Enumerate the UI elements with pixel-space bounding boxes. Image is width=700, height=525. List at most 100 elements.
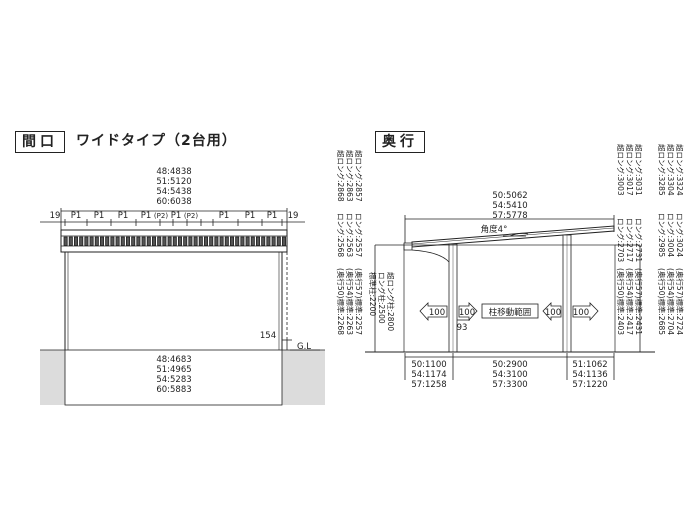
roof-rib <box>271 236 276 246</box>
roof-rib <box>167 236 172 246</box>
side-offset-mid-left: 100 <box>459 308 475 318</box>
roof-rib <box>110 236 115 246</box>
side-left-height-label: 超ロング:2863 <box>345 150 355 202</box>
side-left-height-label: ロング:2557 <box>354 213 364 257</box>
side-left-height-label: 超ロング:2868 <box>336 150 346 202</box>
side-gutter <box>403 242 413 251</box>
front-panel-label: P1 <box>267 211 278 221</box>
front-panel-label: P1 <box>219 211 230 221</box>
side-offset-mid-right: 100 <box>545 308 561 318</box>
roof-rib <box>68 236 73 246</box>
roof-rib <box>198 236 203 246</box>
front-panel-label: P1 <box>94 211 105 221</box>
side-left-height-label: ロング柱:2500 <box>377 272 387 324</box>
side-left-height-label: ロング:2568 <box>336 213 346 257</box>
roof-rib <box>100 236 105 246</box>
side-left-height-label: ロング:2563 <box>345 213 355 257</box>
front-edge-right: 19 <box>288 211 299 221</box>
side-right-height-label-2: 超ロング:3304 <box>666 144 676 196</box>
front-top-dim-1: 48:4838 <box>156 167 191 177</box>
front-panel-label: P1 <box>118 211 129 221</box>
side-left-height-label: 超ロング:2857 <box>354 150 364 202</box>
side-section-header: 奥行 <box>375 131 425 153</box>
front-gl-label: G.L <box>297 342 311 352</box>
side-right-height-label: (奥行54)標準:2417 <box>625 268 635 335</box>
roof-rib <box>157 236 162 246</box>
side-right-height-label: ロング:2731 <box>634 218 644 262</box>
roof-rib <box>250 236 255 246</box>
side-bottom-right-1: 51:1062 <box>572 360 607 370</box>
roof-rib <box>235 236 240 246</box>
roof-rib <box>245 236 250 246</box>
roof-rib <box>79 236 84 246</box>
side-right-height-label: ロング:2717 <box>625 218 635 262</box>
side-bottom-right-2: 54:1136 <box>572 370 607 380</box>
side-arrow-mid-left <box>458 302 478 322</box>
side-angle: 角度4° <box>481 224 508 235</box>
front-bottom-dim-2: 51:4965 <box>156 365 191 375</box>
side-bottom-left-1: 50:1100 <box>411 360 446 370</box>
front-floor-area <box>64 349 283 406</box>
front-roof-panels <box>63 236 286 246</box>
front-panel-label: (P2) <box>184 212 198 220</box>
roof-rib <box>261 236 266 246</box>
side-left-height-label: (奥行50)標準:2268 <box>336 268 346 335</box>
side-right-height-label-2: (奥行57)標準:2724 <box>675 268 685 335</box>
side-bottom-mid-3: 57:3300 <box>492 380 527 390</box>
side-right-height-label-2: ロング:2985 <box>657 213 667 257</box>
side-top-dim-3: 57:5778 <box>492 211 527 221</box>
roof-rib <box>177 236 182 246</box>
front-section-title: ワイドタイプ（2台用） <box>76 133 237 149</box>
roof-rib <box>172 236 177 246</box>
roof-rib <box>203 236 208 246</box>
front-panel-label: P1 <box>71 211 82 221</box>
roof-rib <box>276 236 281 246</box>
front-panel-label: P1 <box>171 211 182 221</box>
roof-rib <box>63 236 68 246</box>
front-panel-label: (P2) <box>154 212 168 220</box>
front-panel-label: P1 <box>245 211 256 221</box>
side-range-box <box>481 303 539 319</box>
side-right-height-label-2: 超ロング:3285 <box>657 144 667 196</box>
front-top-dim-3: 54:5438 <box>156 187 191 197</box>
roof-rib <box>151 236 156 246</box>
side-arrow-right <box>572 302 599 322</box>
roof-rib <box>89 236 94 246</box>
side-right-height-label: 超ロング:3003 <box>616 144 626 196</box>
side-range-label: 柱移動範囲 <box>489 307 532 318</box>
roof-rib <box>183 236 188 246</box>
front-panel-label: P1 <box>141 211 152 221</box>
roof-rib <box>131 236 136 246</box>
roof-rib <box>126 236 131 246</box>
front-top-dim-2: 51:5120 <box>156 177 191 187</box>
side-right-height-label-2: 超ロング:3324 <box>675 144 685 196</box>
roof-rib <box>188 236 193 246</box>
roof-rib <box>162 236 167 246</box>
side-bottom-mid-1: 50:2900 <box>492 360 527 370</box>
side-top-dim-1: 50:5062 <box>492 191 527 201</box>
roof-rib <box>266 236 271 246</box>
side-right-height-label: 超ロング:3031 <box>634 144 644 196</box>
front-bottom-dim-3: 54:5283 <box>156 375 191 385</box>
roof-rib <box>105 236 110 246</box>
side-bottom-right-3: 57:1220 <box>572 380 607 390</box>
front-gl-height: 154 <box>260 331 276 341</box>
side-bottom-left-2: 54:1174 <box>411 370 446 380</box>
side-top-dim-2: 54:5410 <box>492 201 527 211</box>
roof-rib <box>94 236 99 246</box>
side-left-height-label: (奥行57)標準:2257 <box>354 268 364 335</box>
side-dim-93: 93 <box>457 323 468 333</box>
side-right-height-label-2: (奥行50)標準:2685 <box>657 268 667 335</box>
side-left-height-label: (奥行54)標準:2263 <box>345 268 355 335</box>
roof-rib <box>224 236 229 246</box>
roof-rib <box>84 236 89 246</box>
roof-rib <box>120 236 125 246</box>
roof-rib <box>281 236 286 246</box>
roof-rib <box>193 236 198 246</box>
side-right-height-label: (奥行57)標準:2431 <box>634 268 644 335</box>
front-bottom-dim-4: 60:5883 <box>156 385 191 395</box>
front-edge-left: 19 <box>50 211 61 221</box>
roof-rib <box>240 236 245 246</box>
side-bottom-mid-2: 54:3100 <box>492 370 527 380</box>
